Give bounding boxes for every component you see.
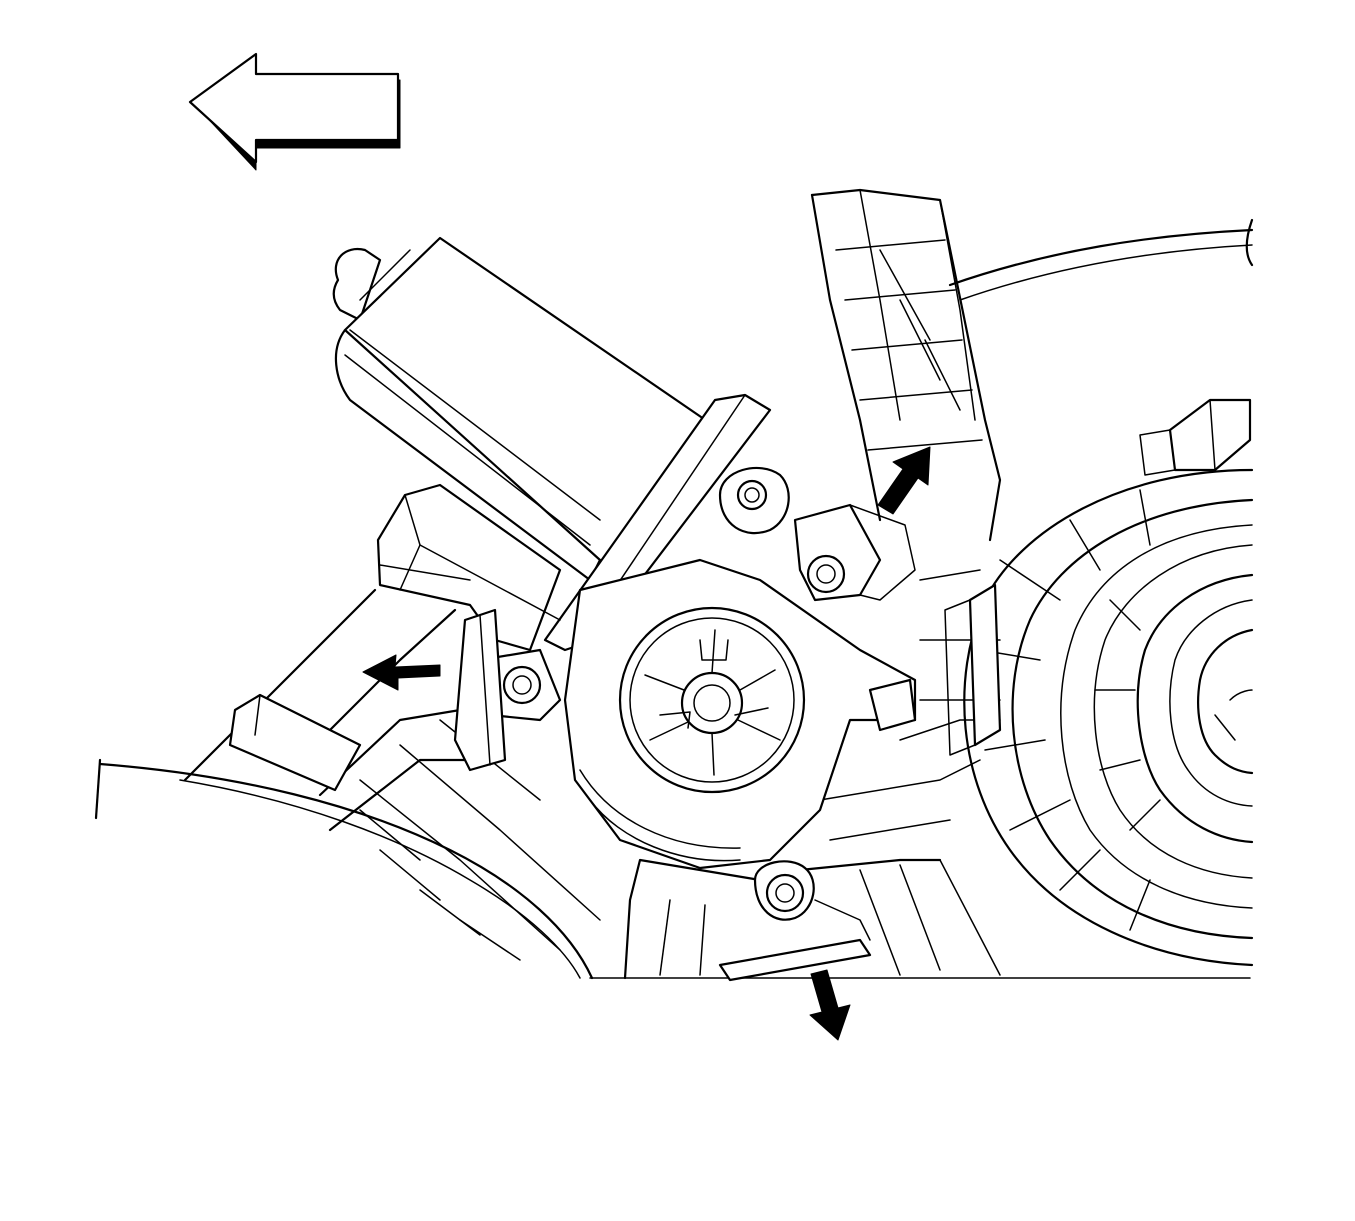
mounting-bolt-center [793, 503, 916, 602]
mounting-bolt-left [453, 608, 562, 772]
release-tab-arrow-left [362, 654, 441, 691]
regulator-carrier-plate [318, 188, 1254, 980]
electrical-connector [183, 483, 562, 792]
forward-direction-arrow-icon [188, 52, 401, 171]
release-tab-arrow-upper [877, 446, 931, 515]
release-tab-arrow-lower [809, 969, 851, 1041]
mounting-bolt-lower [718, 860, 872, 982]
motor-gear-housing [563, 558, 917, 870]
mounting-bolt-upper [718, 466, 790, 535]
cable-drum-housing [944, 398, 1254, 967]
door-panel-edge [94, 758, 594, 980]
